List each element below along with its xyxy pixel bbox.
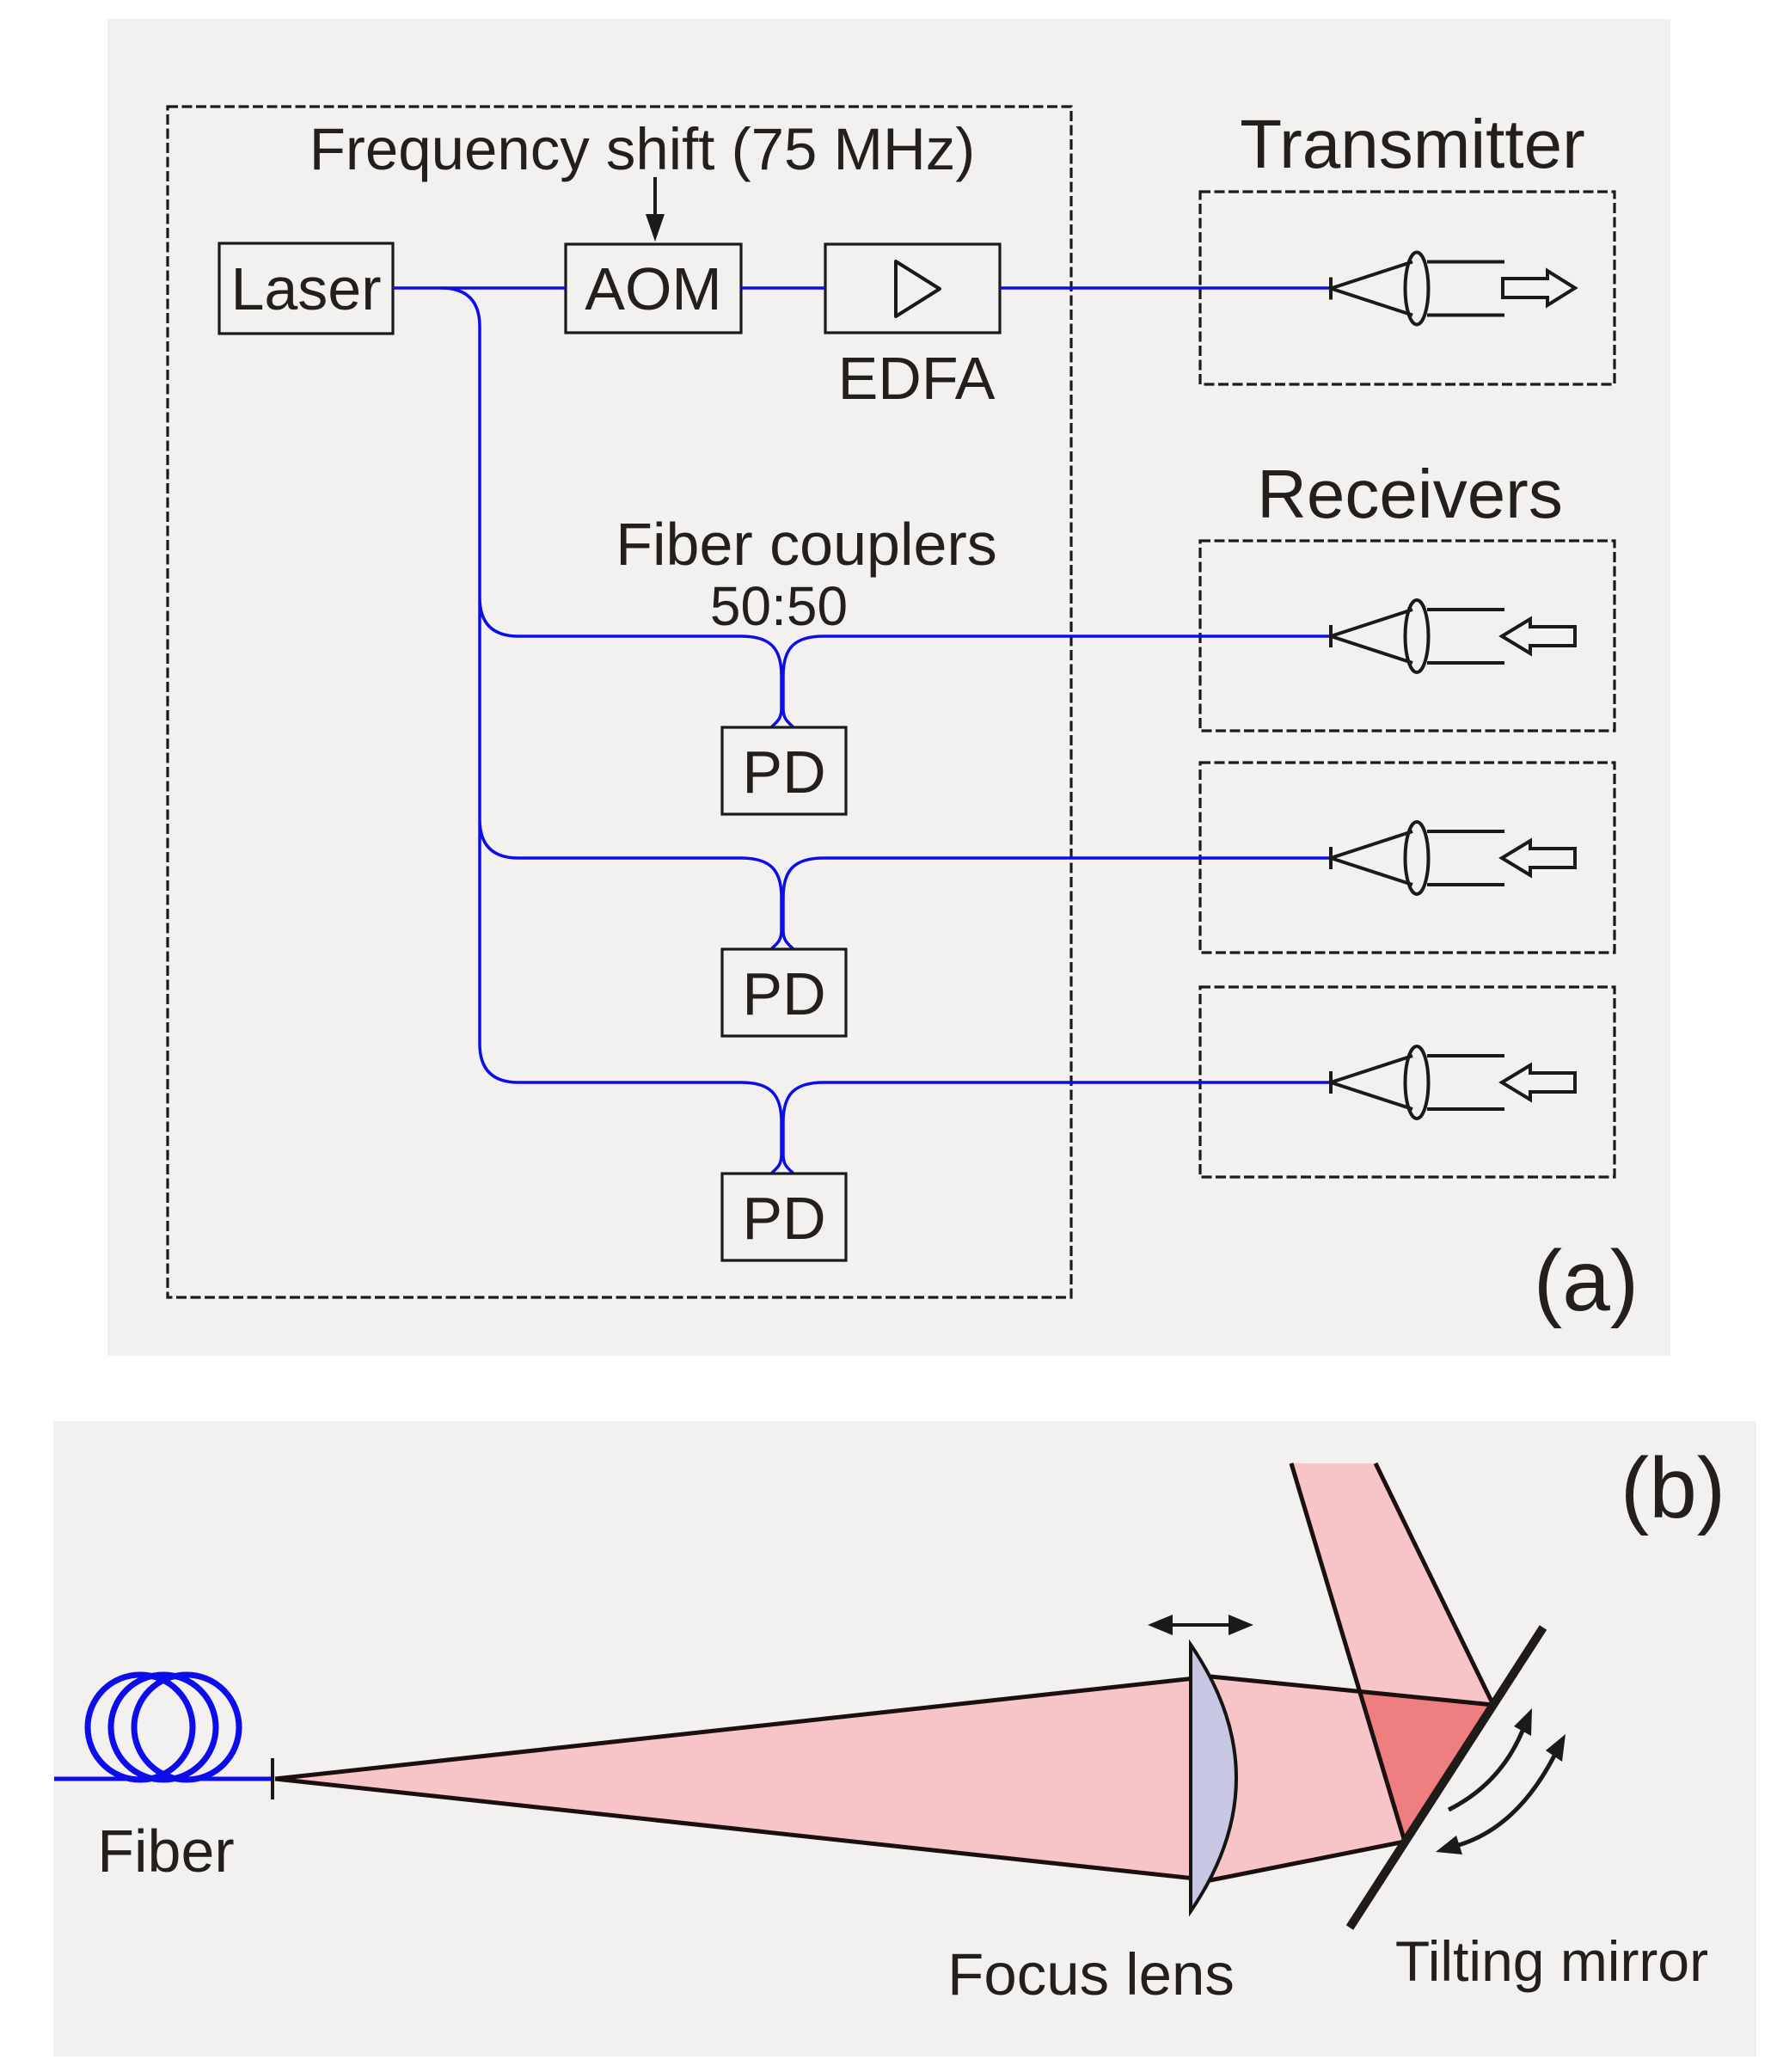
panel-a-label: (a) [1534,1233,1639,1329]
pd-label-3: PD [742,1185,825,1252]
transmitter-label: Transmitter [1240,106,1585,182]
panel-b: Fiber Focus lens Tiltin [53,1421,1756,2057]
mirror-tilt-arrows-icon [1436,1708,1566,1854]
edfa-label: EDFA [838,345,996,412]
tilting-mirror-icon [1345,1625,1547,1930]
fiber-label: Fiber [97,1818,234,1885]
aom-label: AOM [585,255,721,322]
panel-a: Frequency shift (75 MHz) Laser AOM EDFA … [107,19,1670,1356]
focus-lens-label: Focus lens [947,1941,1235,2008]
amplifier-triangle-icon [894,260,941,318]
laser-label: Laser [230,255,381,322]
pd-box-2 [720,947,848,1038]
tilting-mirror-label: Tilting mirror [1395,1929,1708,1993]
pd-box-1 [720,726,848,816]
frequency-shift-label: Frequency shift (75 MHz) [309,116,976,182]
pd-box-3 [720,1172,848,1262]
laser-beam [274,1462,1496,1883]
pd-label-2: PD [742,960,825,1027]
fiber-couplers-label: Fiber couplers [616,511,997,578]
focus-lens-icon [1189,1639,1238,1917]
pd-label-1: PD [742,739,825,806]
panel-a-background [107,19,1670,1356]
coupler-ratio-label: 50:50 [710,575,848,637]
lens-translation-arrow-icon [1148,1615,1253,1635]
receivers-label: Receivers [1257,456,1563,532]
frequency-shift-arrow-icon [646,177,665,242]
panel-b-label: (b) [1621,1440,1725,1536]
outgoing-beam-arrow-icon [1501,267,1578,309]
fiber-unit-dashed-box [166,105,1073,1299]
transmitter-box [1198,190,1616,386]
fiber-lines [393,286,1333,1175]
